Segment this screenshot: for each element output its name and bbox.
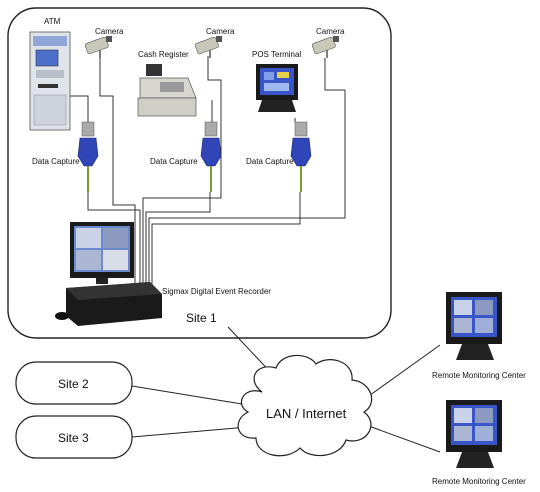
remote-monitor	[446, 400, 502, 468]
pos-terminal-label: POS Terminal	[252, 50, 301, 59]
cash-register	[137, 64, 197, 117]
site2-box	[15, 361, 133, 405]
site2-label: Site 2	[58, 377, 89, 391]
digital-event-recorder	[55, 222, 162, 326]
remote-monitor	[446, 292, 502, 360]
cables	[70, 56, 346, 288]
site1-boundary	[7, 7, 392, 339]
camera-label-2: Camera	[206, 27, 235, 36]
data-capture-label-1: Data Capture	[32, 157, 80, 166]
data-capture-label-3: Data Capture	[246, 157, 294, 166]
network-links	[131, 326, 441, 453]
data-capture-label-2: Data Capture	[150, 157, 198, 166]
network-label: LAN / Internet	[266, 406, 347, 421]
atm-machine	[29, 31, 71, 131]
remote-label-2: Remote Monitoring Center	[432, 477, 526, 486]
atm-label: ATM	[44, 17, 61, 26]
site1-label: Site 1	[186, 311, 217, 325]
camera-icon	[194, 36, 222, 58]
remote-label-1: Remote Monitoring Center	[432, 371, 526, 380]
camera-icon	[84, 36, 112, 58]
network-cloud	[237, 354, 373, 457]
camera-label-1: Camera	[95, 27, 124, 36]
data-capture-device	[77, 121, 99, 192]
camera-icon	[311, 36, 339, 58]
pos-terminal	[256, 64, 298, 112]
cash-register-label: Cash Register	[138, 50, 189, 59]
camera-label-3: Camera	[316, 27, 345, 36]
recorder-label: Sigmax Digital Event Recorder	[162, 287, 271, 296]
site3-box	[15, 415, 133, 459]
site3-label: Site 3	[58, 431, 89, 445]
data-capture-device	[200, 121, 222, 192]
data-capture-device	[290, 121, 312, 192]
